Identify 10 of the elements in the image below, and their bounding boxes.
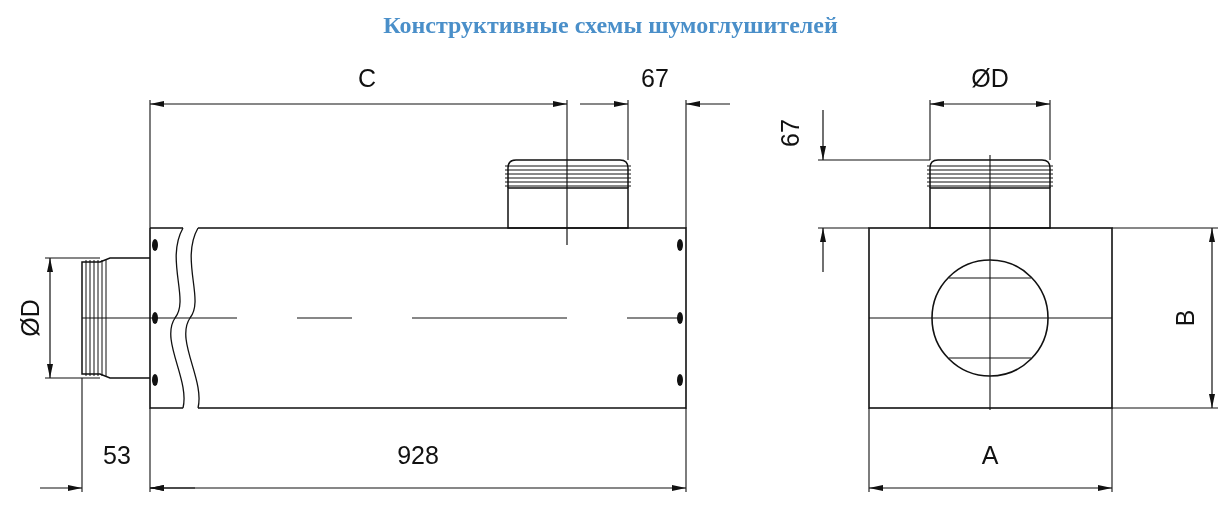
dimension-label: 67 (775, 119, 805, 147)
diagram-title: Конструктивные схемы шумоглушителей (382, 12, 839, 39)
dimension-label: 67 (641, 63, 669, 93)
dimension-label: B (1170, 309, 1200, 327)
dimension-label: ØD (971, 63, 1009, 93)
dimension-label: 53 (103, 440, 131, 470)
dimension-label: ØD (15, 299, 45, 337)
dimension-label: 928 (397, 440, 439, 470)
dimension-label: C (357, 63, 377, 93)
dimension-label: A (981, 440, 999, 470)
